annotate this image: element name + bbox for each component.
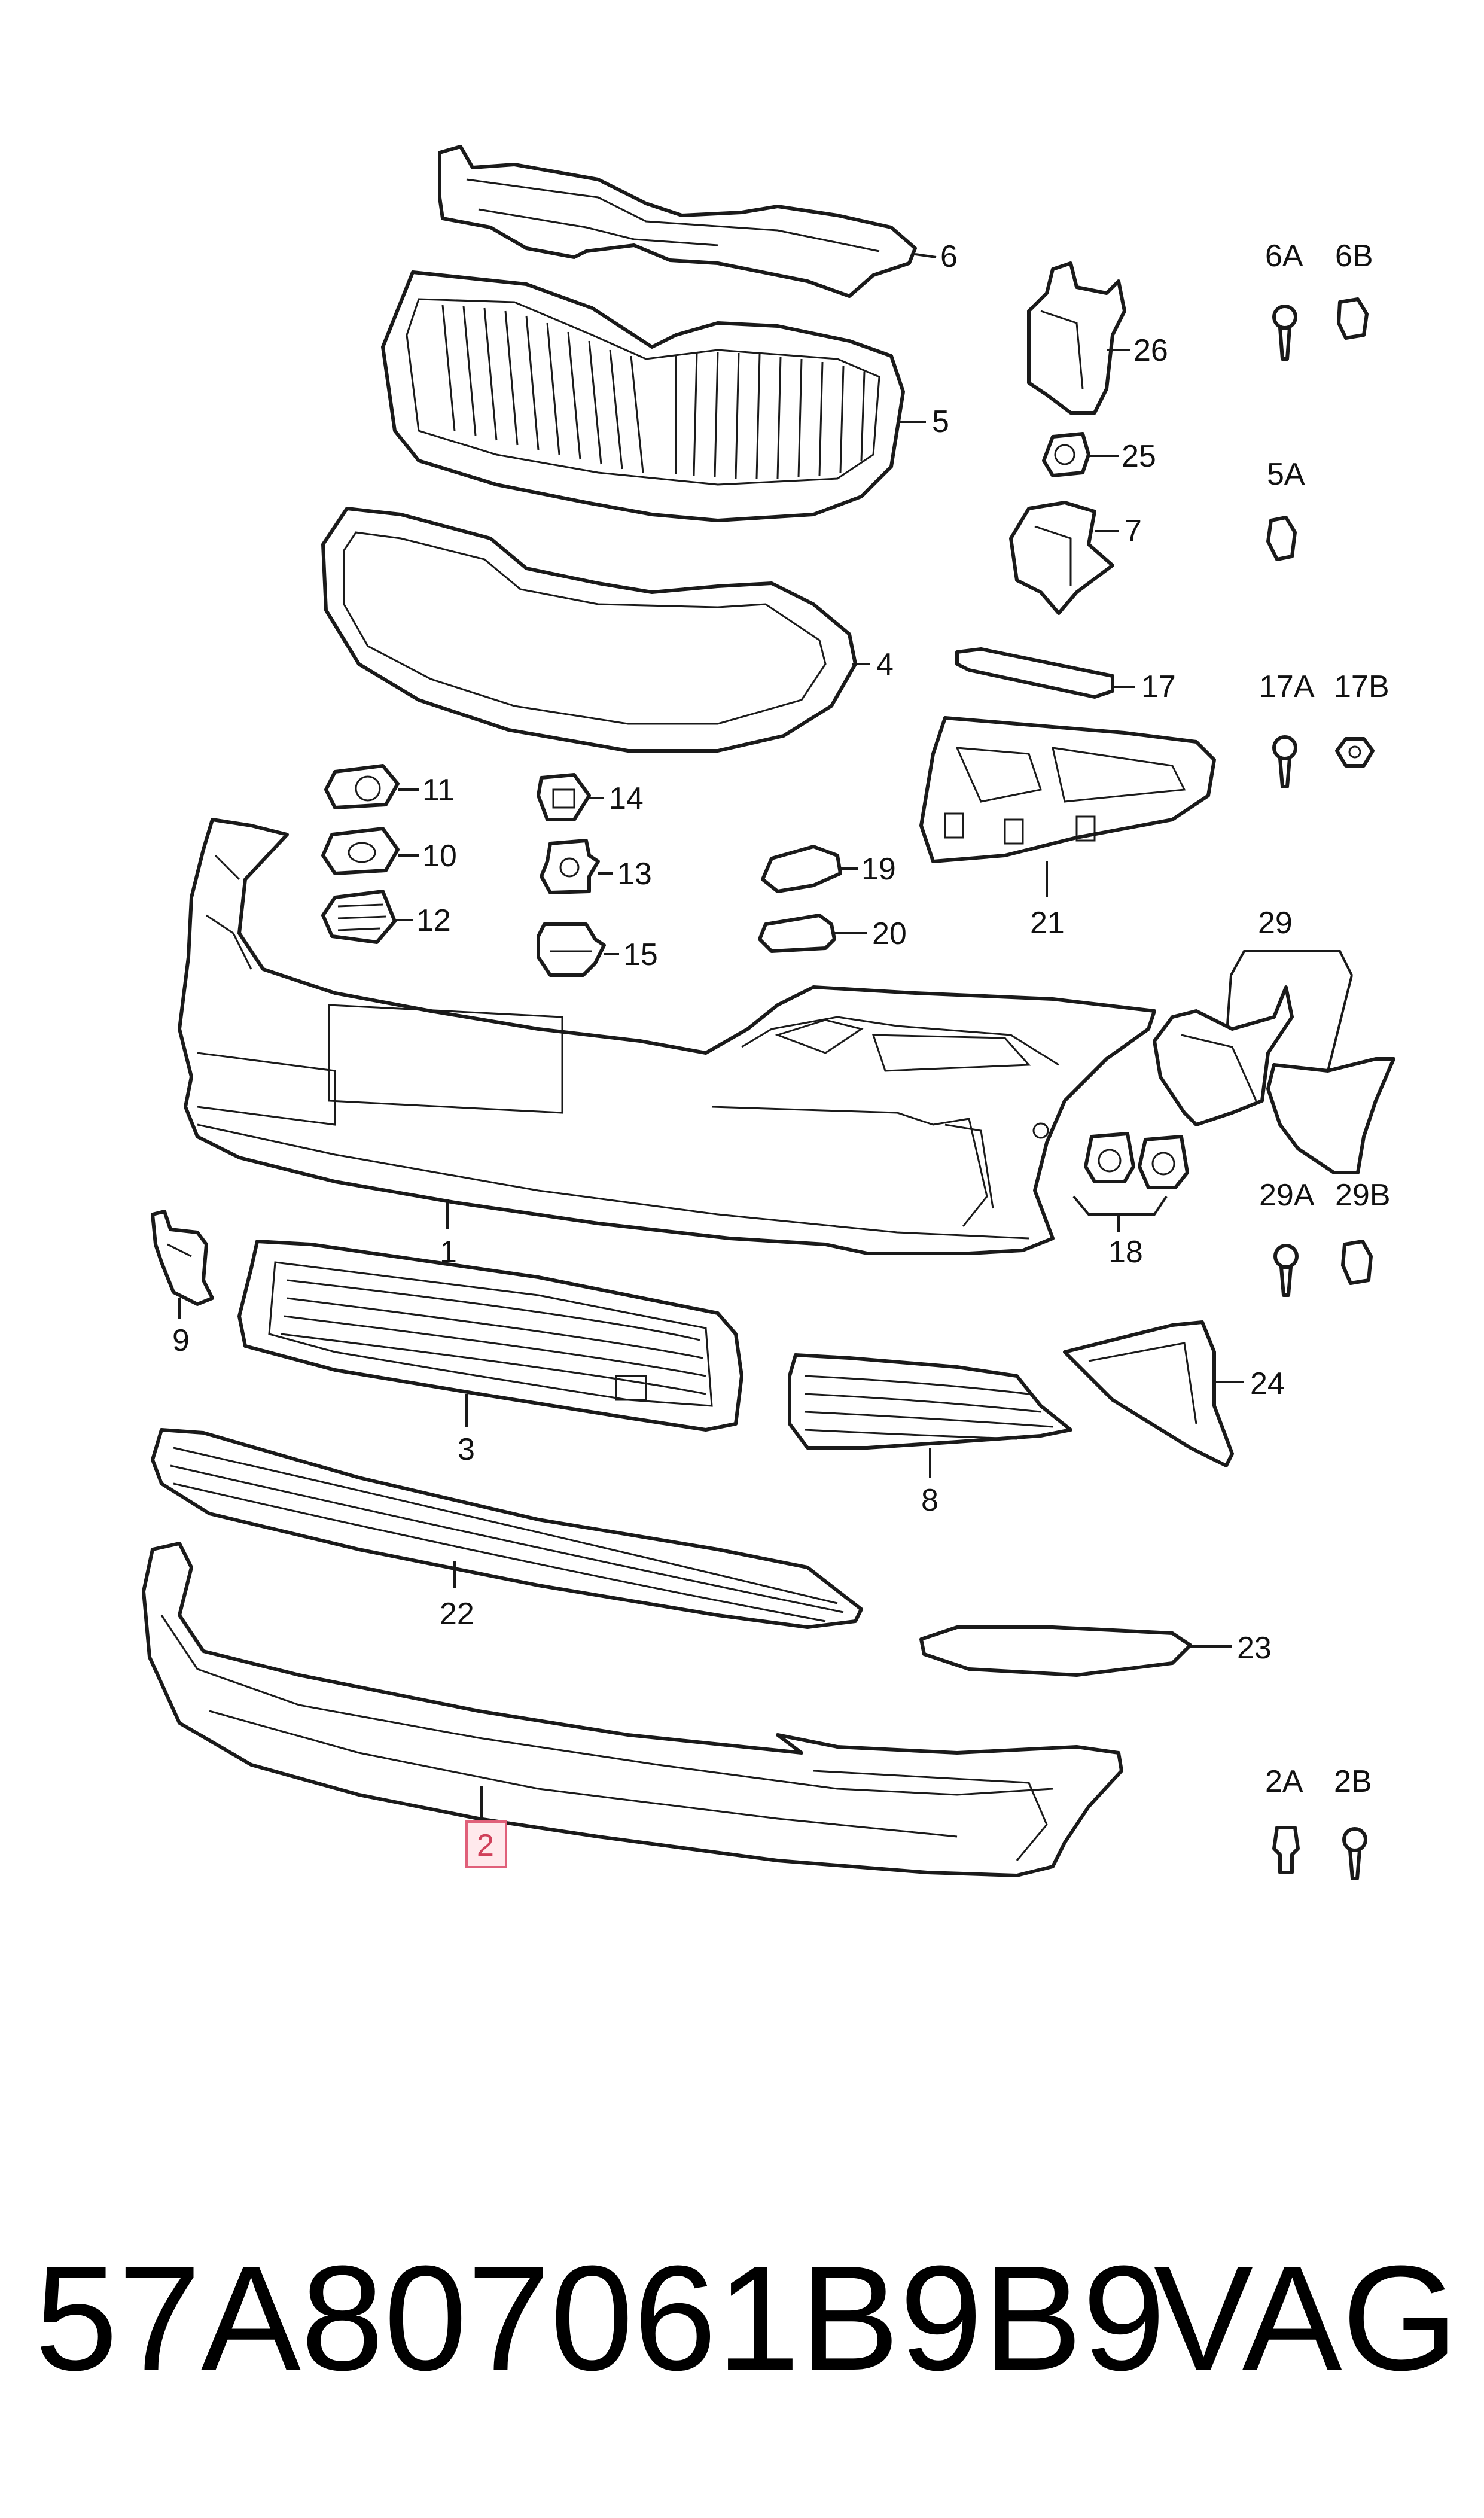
fastener-17B-nut: [1335, 737, 1375, 768]
callout-22: 22: [440, 1597, 474, 1631]
callout-21: 21: [1030, 906, 1065, 940]
callout-25: 25: [1122, 439, 1156, 474]
part-21-side-guide: [919, 716, 1216, 863]
callout-10: 10: [422, 839, 457, 873]
part-11-fog-cover: [324, 764, 400, 809]
callout-2: 2: [477, 1828, 494, 1863]
callout-29B: 29B: [1335, 1178, 1391, 1213]
fastener-6B-clip: [1337, 297, 1369, 340]
callout-14: 14: [609, 781, 644, 816]
part-2-lower-spoiler: [142, 1542, 1123, 1877]
part-26-bracket: [1027, 261, 1126, 415]
brand-name: VAG: [1153, 2234, 1458, 2401]
callout-20: 20: [872, 917, 907, 951]
part-number: 57A807061B9B9: [35, 2234, 1166, 2401]
part-23-trim-strip: [919, 1625, 1192, 1677]
callout-23: 23: [1237, 1631, 1272, 1666]
part-17-strip: [955, 647, 1114, 699]
fastener-2B-screw: [1342, 1827, 1367, 1880]
part-18-sensor-rings: [1084, 1132, 1189, 1189]
part-13-bracket: [540, 839, 600, 894]
callout-29: 29: [1258, 906, 1293, 940]
part-19-cap: [761, 845, 842, 893]
callout-12: 12: [416, 903, 451, 938]
callout-17A: 17A: [1259, 669, 1315, 704]
callout-29A: 29A: [1259, 1178, 1315, 1213]
part-number-caption: 57A807061B9B9 VAG: [35, 2240, 1458, 2396]
fastener-5A-clip: [1266, 516, 1297, 561]
part-4-grille-frame: [321, 507, 857, 753]
callout-11: 11: [422, 773, 455, 808]
callout-6A: 6A: [1265, 239, 1303, 273]
callout-24: 24: [1250, 1366, 1285, 1401]
callout-9: 9: [172, 1323, 190, 1358]
callout-2B: 2B: [1334, 1764, 1372, 1799]
callout-15: 15: [623, 937, 658, 972]
part-29-left-trim: [1153, 985, 1294, 1126]
part-3-lower-grille: [237, 1240, 743, 1432]
callout-3: 3: [458, 1432, 475, 1467]
callout-6B: 6B: [1335, 239, 1373, 273]
callout-6: 6: [940, 239, 958, 274]
fastener-6A-screw: [1272, 305, 1297, 361]
callout-7: 7: [1125, 514, 1142, 549]
callout-18: 18: [1108, 1235, 1143, 1269]
callout-4: 4: [876, 647, 894, 682]
callout-5: 5: [932, 404, 949, 439]
fastener-29B-clip: [1341, 1240, 1373, 1285]
fastener-17A-screw: [1272, 735, 1297, 788]
fastener-29A-screw: [1273, 1244, 1299, 1297]
callout-19: 19: [861, 852, 896, 887]
part-12-vent-cover: [321, 890, 397, 944]
part-25-sensor-holder: [1042, 432, 1090, 477]
part-29-right-trim: [1266, 1057, 1395, 1174]
part-24-corner-trim: [1063, 1320, 1234, 1467]
part-6-upper-carrier: [438, 145, 917, 298]
part-15-mount: [537, 922, 606, 977]
callout-2A: 2A: [1265, 1764, 1303, 1799]
callout-13: 13: [617, 857, 652, 891]
part-22-lower-strip: [151, 1428, 863, 1629]
part-1-bumper-cover: [178, 818, 1156, 1255]
fastener-2A-rivet: [1272, 1826, 1300, 1874]
part-5-radiator-grille: [381, 270, 905, 522]
part-9-bracket: [151, 1210, 214, 1306]
callout-2-highlight-box: [465, 1820, 507, 1868]
callout-17B: 17B: [1334, 669, 1389, 704]
callout-8: 8: [921, 1483, 938, 1518]
part-14-clip: [537, 773, 591, 821]
callout-26: 26: [1133, 333, 1168, 368]
callout-17: 17: [1141, 669, 1176, 704]
part-8-side-mesh: [788, 1353, 1072, 1450]
callout-5A: 5A: [1267, 457, 1305, 492]
part-20-tow-eye-cap: [758, 914, 836, 953]
part-10-fog-cover: [321, 827, 400, 875]
part-7-bracket: [1009, 501, 1114, 615]
